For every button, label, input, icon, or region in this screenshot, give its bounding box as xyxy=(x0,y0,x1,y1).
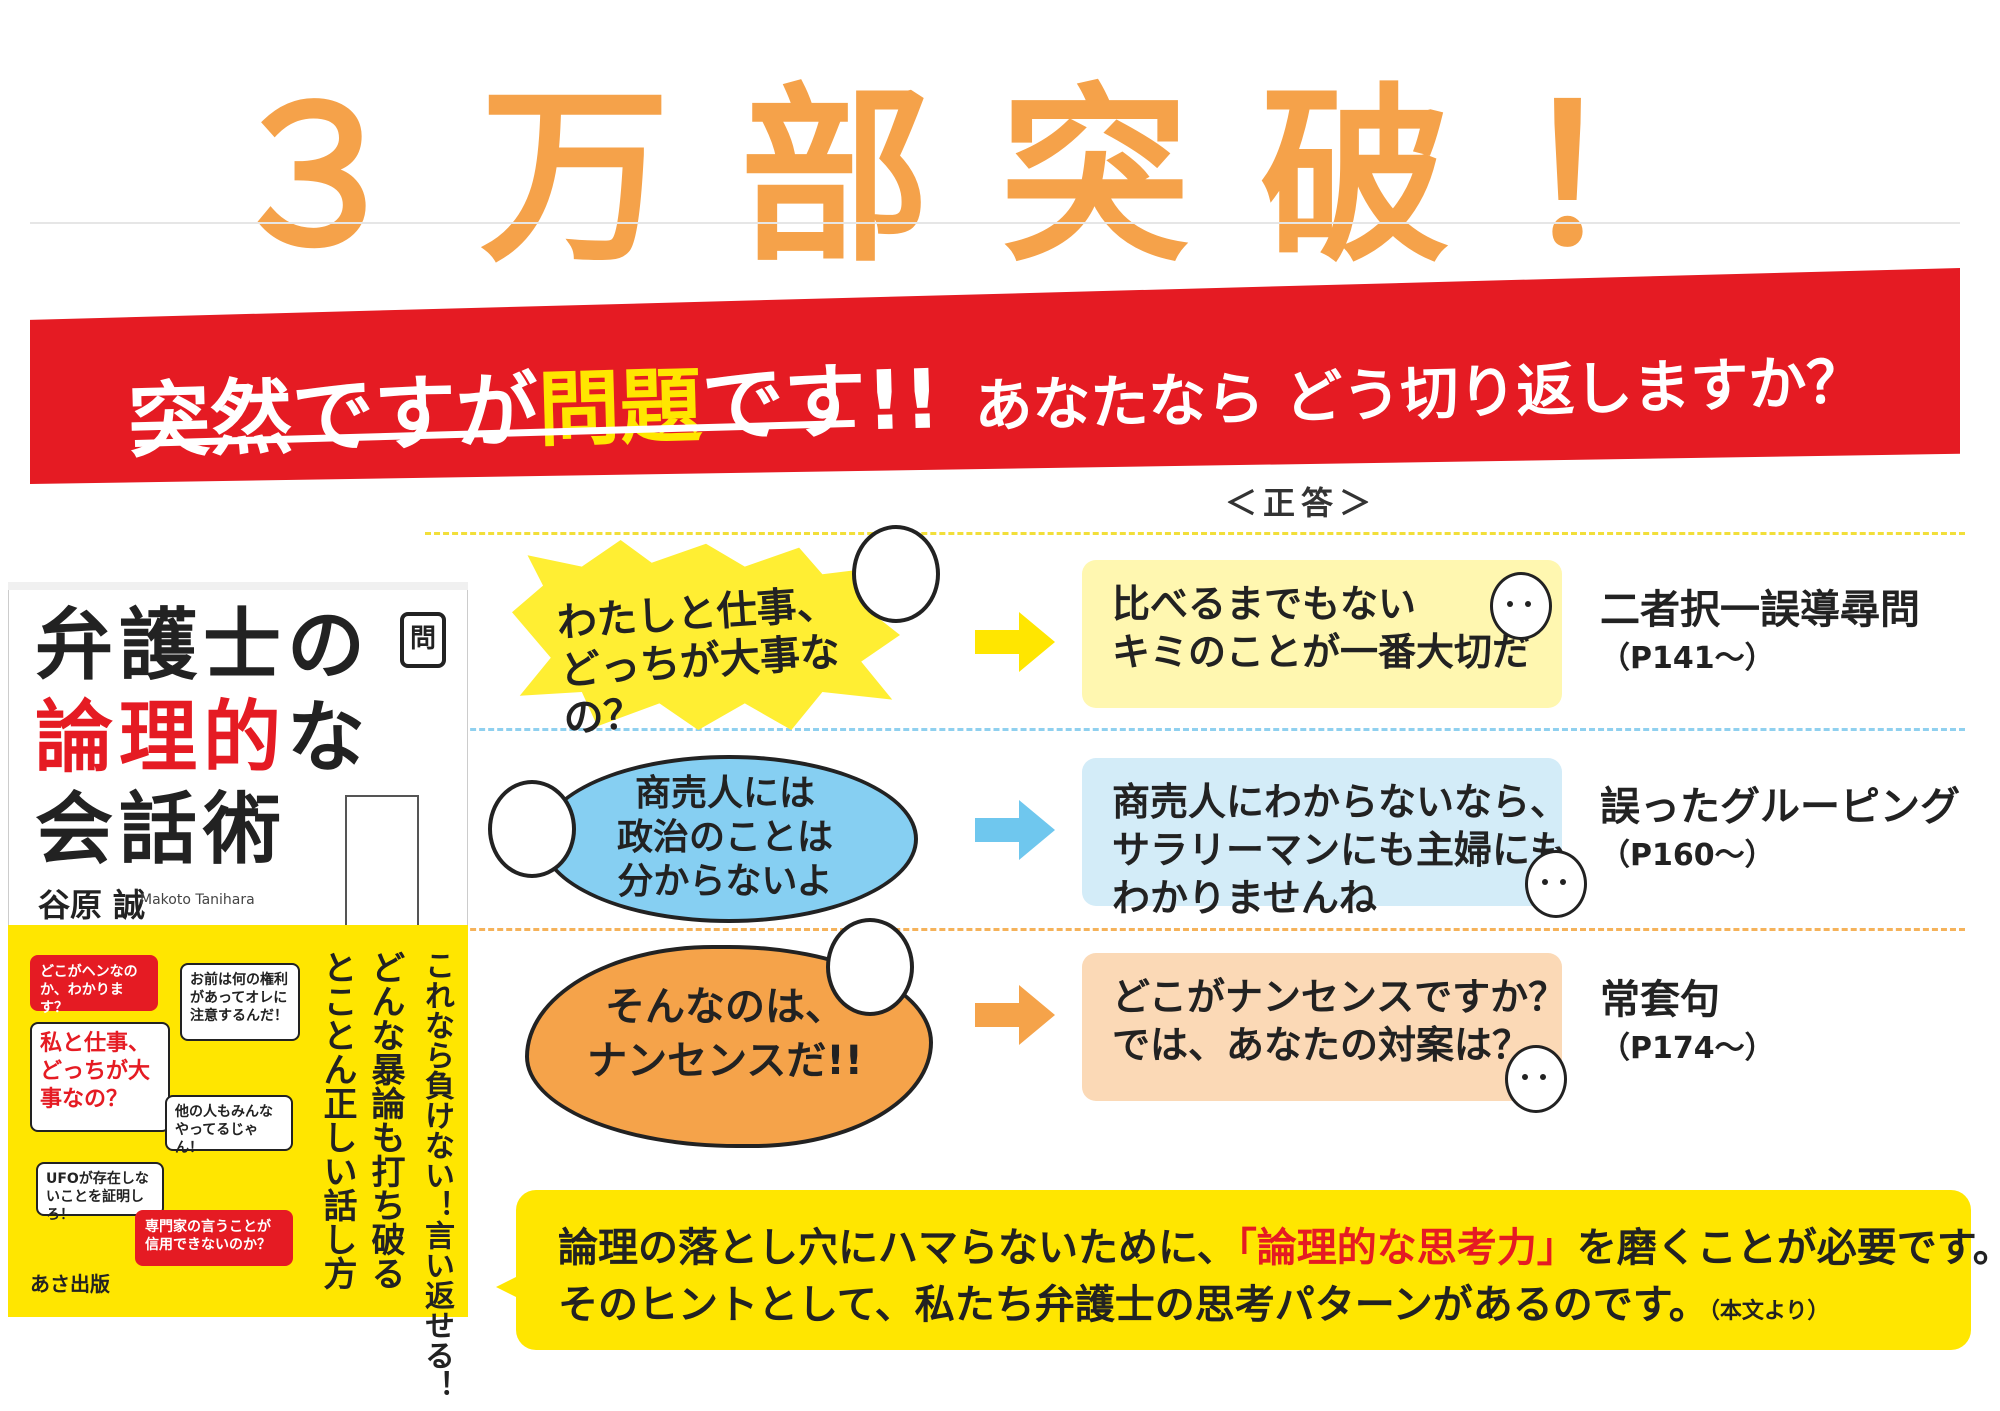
answer-line: どこがナンセンスですか？ xyxy=(1112,975,1567,1019)
quote-highlight: 「論理的な思考力」 xyxy=(1236,1225,1577,1271)
quote-line-1: 論理の落とし穴にハマらないために、「論理的な思考力」を磨くことが必要です。 xyxy=(558,1215,2000,1273)
technique-1: 二者択一誤導尋問 （P141～） xyxy=(1600,585,1920,679)
question-text-2: 商売人には 政治のことは 分からないよ xyxy=(545,772,905,904)
book-publisher: あさ出版 xyxy=(30,1272,110,1296)
technique-name: 常套句 xyxy=(1600,977,1720,1023)
arrow-right-icon xyxy=(975,800,1055,860)
quote-note: （本文より） xyxy=(1708,1299,1830,1324)
question-text-1: わたしと仕事、 どっちが大事なの？ xyxy=(555,577,894,744)
question-line: 政治のことは xyxy=(616,817,833,858)
book-speech-bubble: UFOが存在しないことを証明しろ！ xyxy=(36,1162,164,1223)
arrow-right-icon xyxy=(975,985,1055,1045)
book-top-stripe xyxy=(8,582,468,590)
woman-face-icon xyxy=(852,525,940,623)
technique-name: 二者択一誤導尋問 xyxy=(1600,587,1920,633)
book-speech-bubble: お前は何の権利があってオレに注意するんだ！ xyxy=(180,963,300,1041)
book-title-rest: な xyxy=(287,693,372,783)
man-face-icon xyxy=(1490,572,1552,640)
question-line: そんなのは、 xyxy=(605,984,845,1030)
boy-face-icon xyxy=(488,780,576,878)
answer-box-1: 比べるまでもない キミのことが一番大切だ xyxy=(1082,560,1562,708)
banner-main-post: です!! xyxy=(700,352,943,454)
top-divider xyxy=(30,222,1960,224)
book-speech-bubble: 私と仕事、どっちが大事なの？ xyxy=(30,1022,170,1132)
book-title: 弁護士の 論理的な 会話術 xyxy=(35,600,371,876)
man-face-icon xyxy=(1525,850,1587,918)
answer-line: では、あなたの対案は？ xyxy=(1112,1023,1531,1067)
quote-box xyxy=(516,1190,1971,1350)
question-bubble-2 xyxy=(540,755,918,923)
book-speech-bubble: どこがヘンなのか、わかります？ xyxy=(30,955,158,1016)
book-tagline-1: これなら負けない！言い返せる！ xyxy=(419,950,454,1400)
question-line: 商売人には xyxy=(634,773,815,814)
book-title-line: 論理的な xyxy=(35,692,371,784)
book-tagline-2: どんな暴論も打ち破る xyxy=(365,950,405,1290)
book-title-line: 弁護士の xyxy=(35,601,372,691)
quote-text: そのヒントとして、私たち弁護士の思考パターンがあるのです。 xyxy=(558,1282,1709,1328)
technique-2: 誤ったグルーピング （P160～） xyxy=(1600,782,1960,876)
quote-text: を磨くことが必要です。 xyxy=(1576,1225,2000,1271)
book-title-red: 論理的 xyxy=(35,693,288,783)
answer-header: ＜正答＞ xyxy=(1225,484,1378,522)
banner-main: 突然ですが問題です!! xyxy=(126,332,942,474)
answer-line: 商売人にわからないなら、 xyxy=(1112,780,1569,824)
quote-line-2: そのヒントとして、私たち弁護士の思考パターンがあるのです。（本文より） xyxy=(558,1272,1829,1330)
answer-box-3: どこがナンセンスですか？ では、あなたの対案は？ xyxy=(1082,953,1567,1101)
banner-main-pre: 突然ですが xyxy=(126,363,540,470)
row-separator xyxy=(425,928,1965,931)
answer-line: わかりませんね xyxy=(1112,876,1377,920)
answer-box-2: 商売人にわからないなら、 サラリーマンにも主婦にも わかりませんね xyxy=(1082,758,1569,920)
quote-text: 論理の落とし穴にハマらないために、 xyxy=(558,1225,1237,1271)
banner-sub: あなたなら どう切り返しますか？ xyxy=(973,347,1866,441)
book-tagline-3: とことん正しい話し方 xyxy=(317,950,357,1290)
banner-highlight: 問題 xyxy=(536,358,704,459)
woman-face-icon xyxy=(1505,1045,1567,1113)
robot-illustration-icon xyxy=(345,795,419,929)
book-author: 谷原 誠 xyxy=(38,886,146,924)
row-separator xyxy=(425,532,1965,535)
answer-line: サラリーマンにも主婦にも xyxy=(1112,828,1569,872)
technique-page: （P160～） xyxy=(1600,838,1775,873)
question-line: 分からないよ xyxy=(617,861,833,902)
man-face-icon xyxy=(826,918,914,1016)
technique-3: 常套句 （P174～） xyxy=(1600,975,1775,1069)
book-speech-bubble: 専門家の言うことが信用できないのか？ xyxy=(135,1210,293,1266)
technique-name: 誤ったグルーピング xyxy=(1600,784,1960,830)
question-line: ナンセンスだ!! xyxy=(587,1038,863,1084)
question-mark-icon: 問 xyxy=(400,612,446,668)
technique-page: （P141～） xyxy=(1600,641,1775,676)
book-author-en: Makoto Tanihara xyxy=(140,892,255,908)
row-separator xyxy=(425,728,1965,731)
question-text-3: そんなのは、 ナンセンスだ!! xyxy=(540,980,910,1088)
headline: ３万部突破！ xyxy=(219,67,1780,288)
answer-line: 比べるまでもない xyxy=(1112,582,1417,626)
book-title-line: 会話術 xyxy=(35,785,288,875)
book-speech-bubble: 他の人もみんなやってるじゃん！ xyxy=(165,1095,293,1156)
technique-page: （P174～） xyxy=(1600,1031,1775,1066)
arrow-right-icon xyxy=(975,612,1055,672)
answer-line: キミのことが一番大切だ xyxy=(1112,630,1531,674)
